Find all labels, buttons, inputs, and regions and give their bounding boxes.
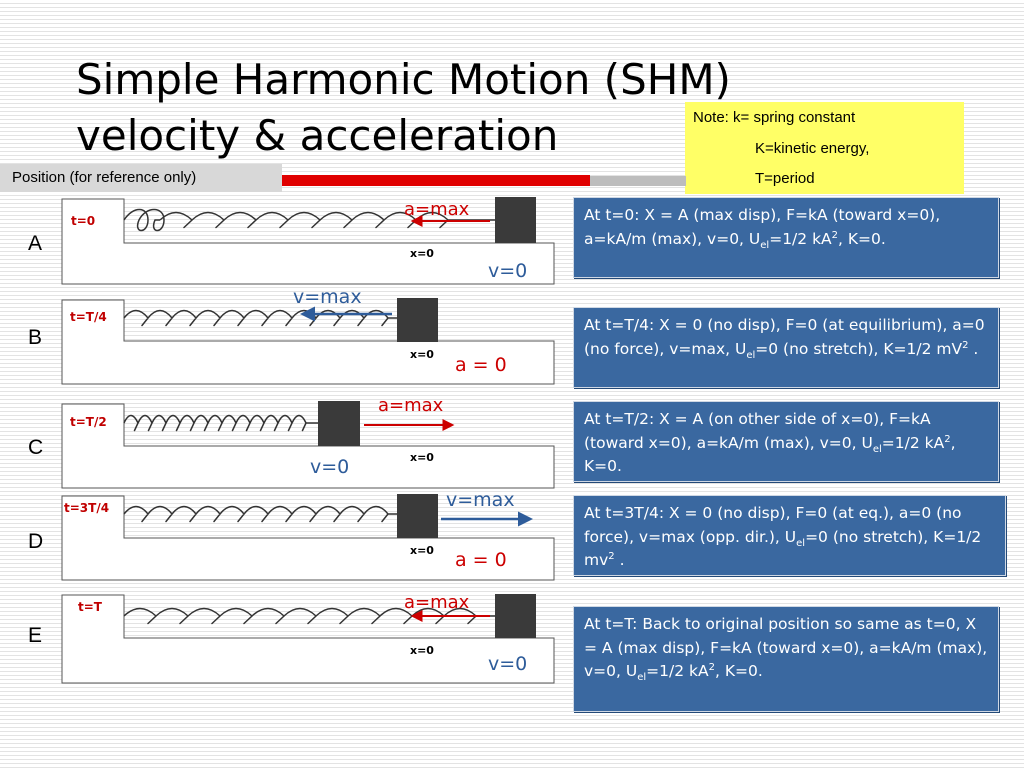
note-line-period: T=period: [755, 170, 815, 187]
row-e-state-label: v=0: [488, 653, 527, 675]
info-box-b: At t=T/4: X = 0 (no disp), F=0 (at equil…: [573, 307, 999, 388]
info-a-text-3: , K=0.: [838, 229, 886, 248]
row-d-x0-label: x=0: [410, 544, 434, 557]
row-letter-a: A: [28, 232, 43, 255]
info-d-text-3: .: [614, 551, 625, 569]
info-b-sup: 2: [962, 339, 969, 351]
decorative-gray-bar: [590, 176, 686, 186]
slide-title-line-1: Simple Harmonic Motion (SHM): [76, 55, 731, 104]
row-e-vector-label: a=max: [404, 592, 470, 613]
info-e-text: At t=T: Back to original position so sam…: [584, 615, 988, 680]
row-a-track: [61, 198, 555, 285]
note-line-kinetic-energy: K=kinetic energy,: [755, 140, 870, 157]
row-d-vector-label: v=max: [446, 489, 515, 511]
row-e-track: [61, 594, 555, 684]
info-d-text-2: =0 (no stretch), K=1/2 mv: [584, 527, 982, 570]
info-a-text-2: =1/2 kA: [769, 229, 832, 248]
row-d-mass-block: [397, 494, 438, 538]
info-box-d: At t=3T/4: X = 0 (no disp), F=0 (at eq.)…: [573, 495, 1006, 576]
info-b-sub: el: [746, 349, 756, 361]
info-e-sup: 2: [708, 661, 715, 673]
info-c-sub: el: [872, 443, 882, 455]
info-a-sub: el: [760, 239, 770, 251]
info-c-sup: 2: [944, 433, 951, 445]
row-d-time-label: t=3T/4: [64, 501, 109, 515]
row-b-track: [61, 299, 555, 385]
row-a-spring: [123, 208, 165, 232]
row-a-diagram: t=0 x=0 a=max v=0: [61, 197, 555, 285]
info-e-sub: el: [637, 672, 647, 684]
info-d-sup: 2: [608, 550, 615, 562]
row-d-spring: [123, 505, 397, 523]
row-a-time-label: t=0: [71, 214, 95, 228]
row-e-diagram: t=T x=0 a=max v=0: [61, 592, 555, 684]
info-c-text-3: , K=0.: [584, 433, 956, 476]
row-letter-d: D: [28, 530, 44, 553]
row-c-track: [61, 403, 555, 489]
row-c-time-label: t=T/2: [70, 415, 107, 429]
info-box-e: At t=T: Back to original position so sam…: [573, 606, 999, 712]
info-box-a: At t=0: X = A (max disp), F=kA (toward x…: [573, 197, 999, 278]
row-letter-c: C: [28, 436, 44, 459]
row-letter-e: E: [28, 624, 43, 647]
row-a-vector-label: a=max: [404, 199, 470, 220]
row-b-diagram: t=T/4 x=0 v=max a = 0: [61, 286, 555, 385]
row-e-spring: [123, 607, 495, 625]
slide-title: Simple Harmonic Motion (SHM) velocity & …: [76, 52, 731, 164]
info-a-text: At t=0: X = A (max disp), F=kA (toward x…: [584, 206, 941, 248]
row-a-x0-label: x=0: [410, 247, 434, 260]
info-e-text-2: =1/2 kA: [646, 662, 709, 680]
row-e-mass-block: [495, 594, 536, 638]
row-c-state-label: v=0: [310, 456, 349, 478]
row-a-mass-block: [495, 197, 536, 243]
info-b-text-3: .: [968, 339, 979, 358]
row-c-x0-label: x=0: [410, 451, 434, 464]
info-box-c: At t=T/2: X = A (on other side of x=0), …: [573, 401, 999, 482]
row-e-x0-label: x=0: [410, 644, 434, 657]
info-b-text: At t=T/4: X = 0 (no disp), F=0 (at equil…: [584, 316, 985, 358]
row-b-vector-label: v=max: [293, 286, 362, 308]
row-d-state-label: a = 0: [455, 549, 507, 571]
row-b-time-label: t=T/4: [70, 310, 107, 324]
row-letter-b: B: [28, 326, 43, 349]
row-b-mass-block: [397, 298, 438, 342]
info-c-text-2: =1/2 kA: [881, 433, 945, 452]
row-e-time-label: t=T: [78, 600, 103, 614]
position-label: Position (for reference only): [0, 164, 282, 192]
row-d-diagram: t=3T/4 x=0 v=max a = 0: [61, 489, 555, 581]
row-c-diagram: t=T/2 x=0 a=max v=0: [61, 395, 555, 489]
info-c-text: At t=T/2: X = A (on other side of x=0), …: [584, 410, 931, 452]
row-a-state-label: v=0: [488, 260, 527, 282]
row-c-spring: [123, 414, 318, 432]
row-b-state-label: a = 0: [455, 354, 507, 376]
row-d-track: [61, 495, 555, 581]
row-c-vector-label: a=max: [378, 395, 444, 416]
slide-title-line-2: velocity & acceleration: [76, 111, 559, 160]
info-a-sup: 2: [831, 229, 839, 241]
note-line-spring-constant: Note: k= spring constant: [693, 109, 856, 126]
row-b-x0-label: x=0: [410, 348, 434, 361]
info-e-text-3: , K=0.: [715, 662, 763, 680]
decorative-red-bar: [282, 175, 590, 186]
info-b-text-2: =0 (no stretch), K=1/2 mV: [755, 339, 963, 358]
info-d-text: At t=3T/4: X = 0 (no disp), F=0 (at eq.)…: [584, 504, 962, 546]
row-b-spring: [123, 309, 397, 327]
row-c-mass-block: [318, 401, 360, 446]
note-box: Note: k= spring constant K=kinetic energ…: [685, 102, 964, 194]
info-d-sub: el: [796, 537, 806, 549]
